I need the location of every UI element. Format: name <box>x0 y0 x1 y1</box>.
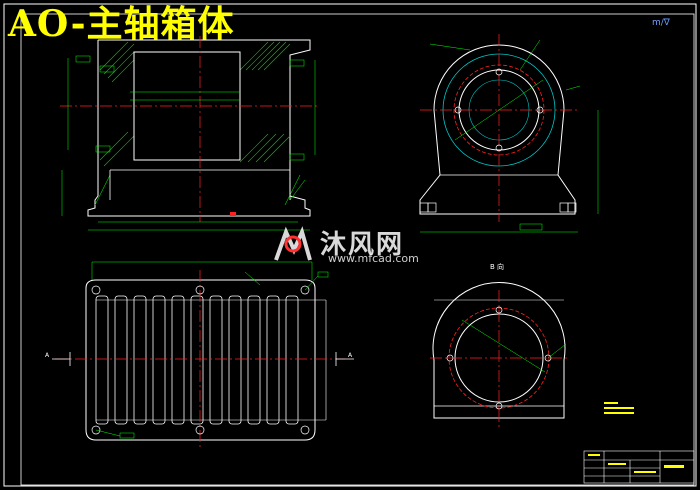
watermark: 沐风网 www.mfcad.com <box>270 222 440 268</box>
side-view <box>419 34 599 233</box>
section-letter-left: A <box>45 352 50 359</box>
front-section-view <box>60 36 320 231</box>
plan-view: A A <box>45 261 354 448</box>
drawing-title: AO-主轴箱体 <box>8 3 235 45</box>
title-block <box>583 450 695 484</box>
watermark-logo-icon <box>274 226 312 261</box>
drawing-border <box>3 3 697 487</box>
section-letter-right: A <box>348 352 353 359</box>
watermark-url: www.mfcad.com <box>328 252 419 265</box>
watermark-brand: 沐风网 <box>320 230 405 260</box>
surface-finish-mark: m/∇ <box>652 18 670 28</box>
b-view <box>430 282 634 428</box>
section-label-b: B 向 <box>490 263 505 271</box>
drawing-inner-border <box>20 13 695 486</box>
